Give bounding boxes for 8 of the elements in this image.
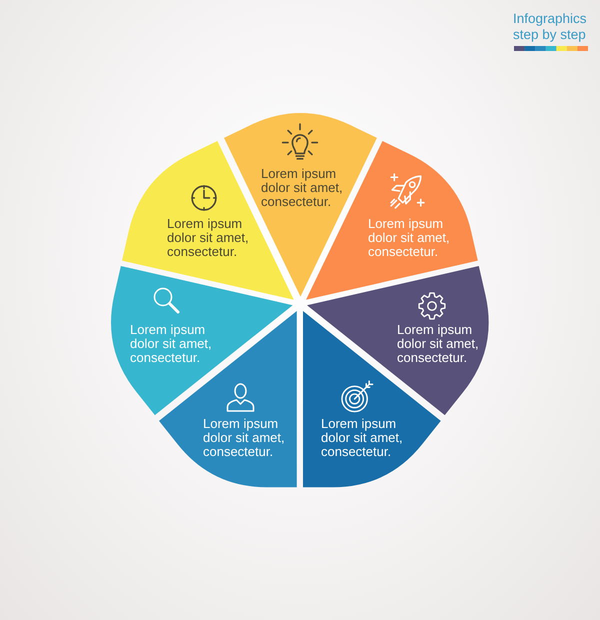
body-text: Lorem ipsum dolor sit amet, consectetur. [320,416,404,459]
body-text: Lorem ipsum dolor sit amet, consectetur. [368,216,451,259]
body-text: Lorem ipsum dolor sit amet, consectetur. [130,322,213,365]
body-text: Lorem ipsum dolor sit amet, consectetur. [260,166,344,209]
title-text: Infographics step by step [513,11,588,43]
body-text: Lorem ipsum dolor sit amet, consectetur. [202,416,286,459]
body-text: Lorem ipsum dolor sit amet, consectetur. [396,322,480,365]
body-text: Lorem ipsum dolor sit amet, consectetur. [166,216,250,259]
